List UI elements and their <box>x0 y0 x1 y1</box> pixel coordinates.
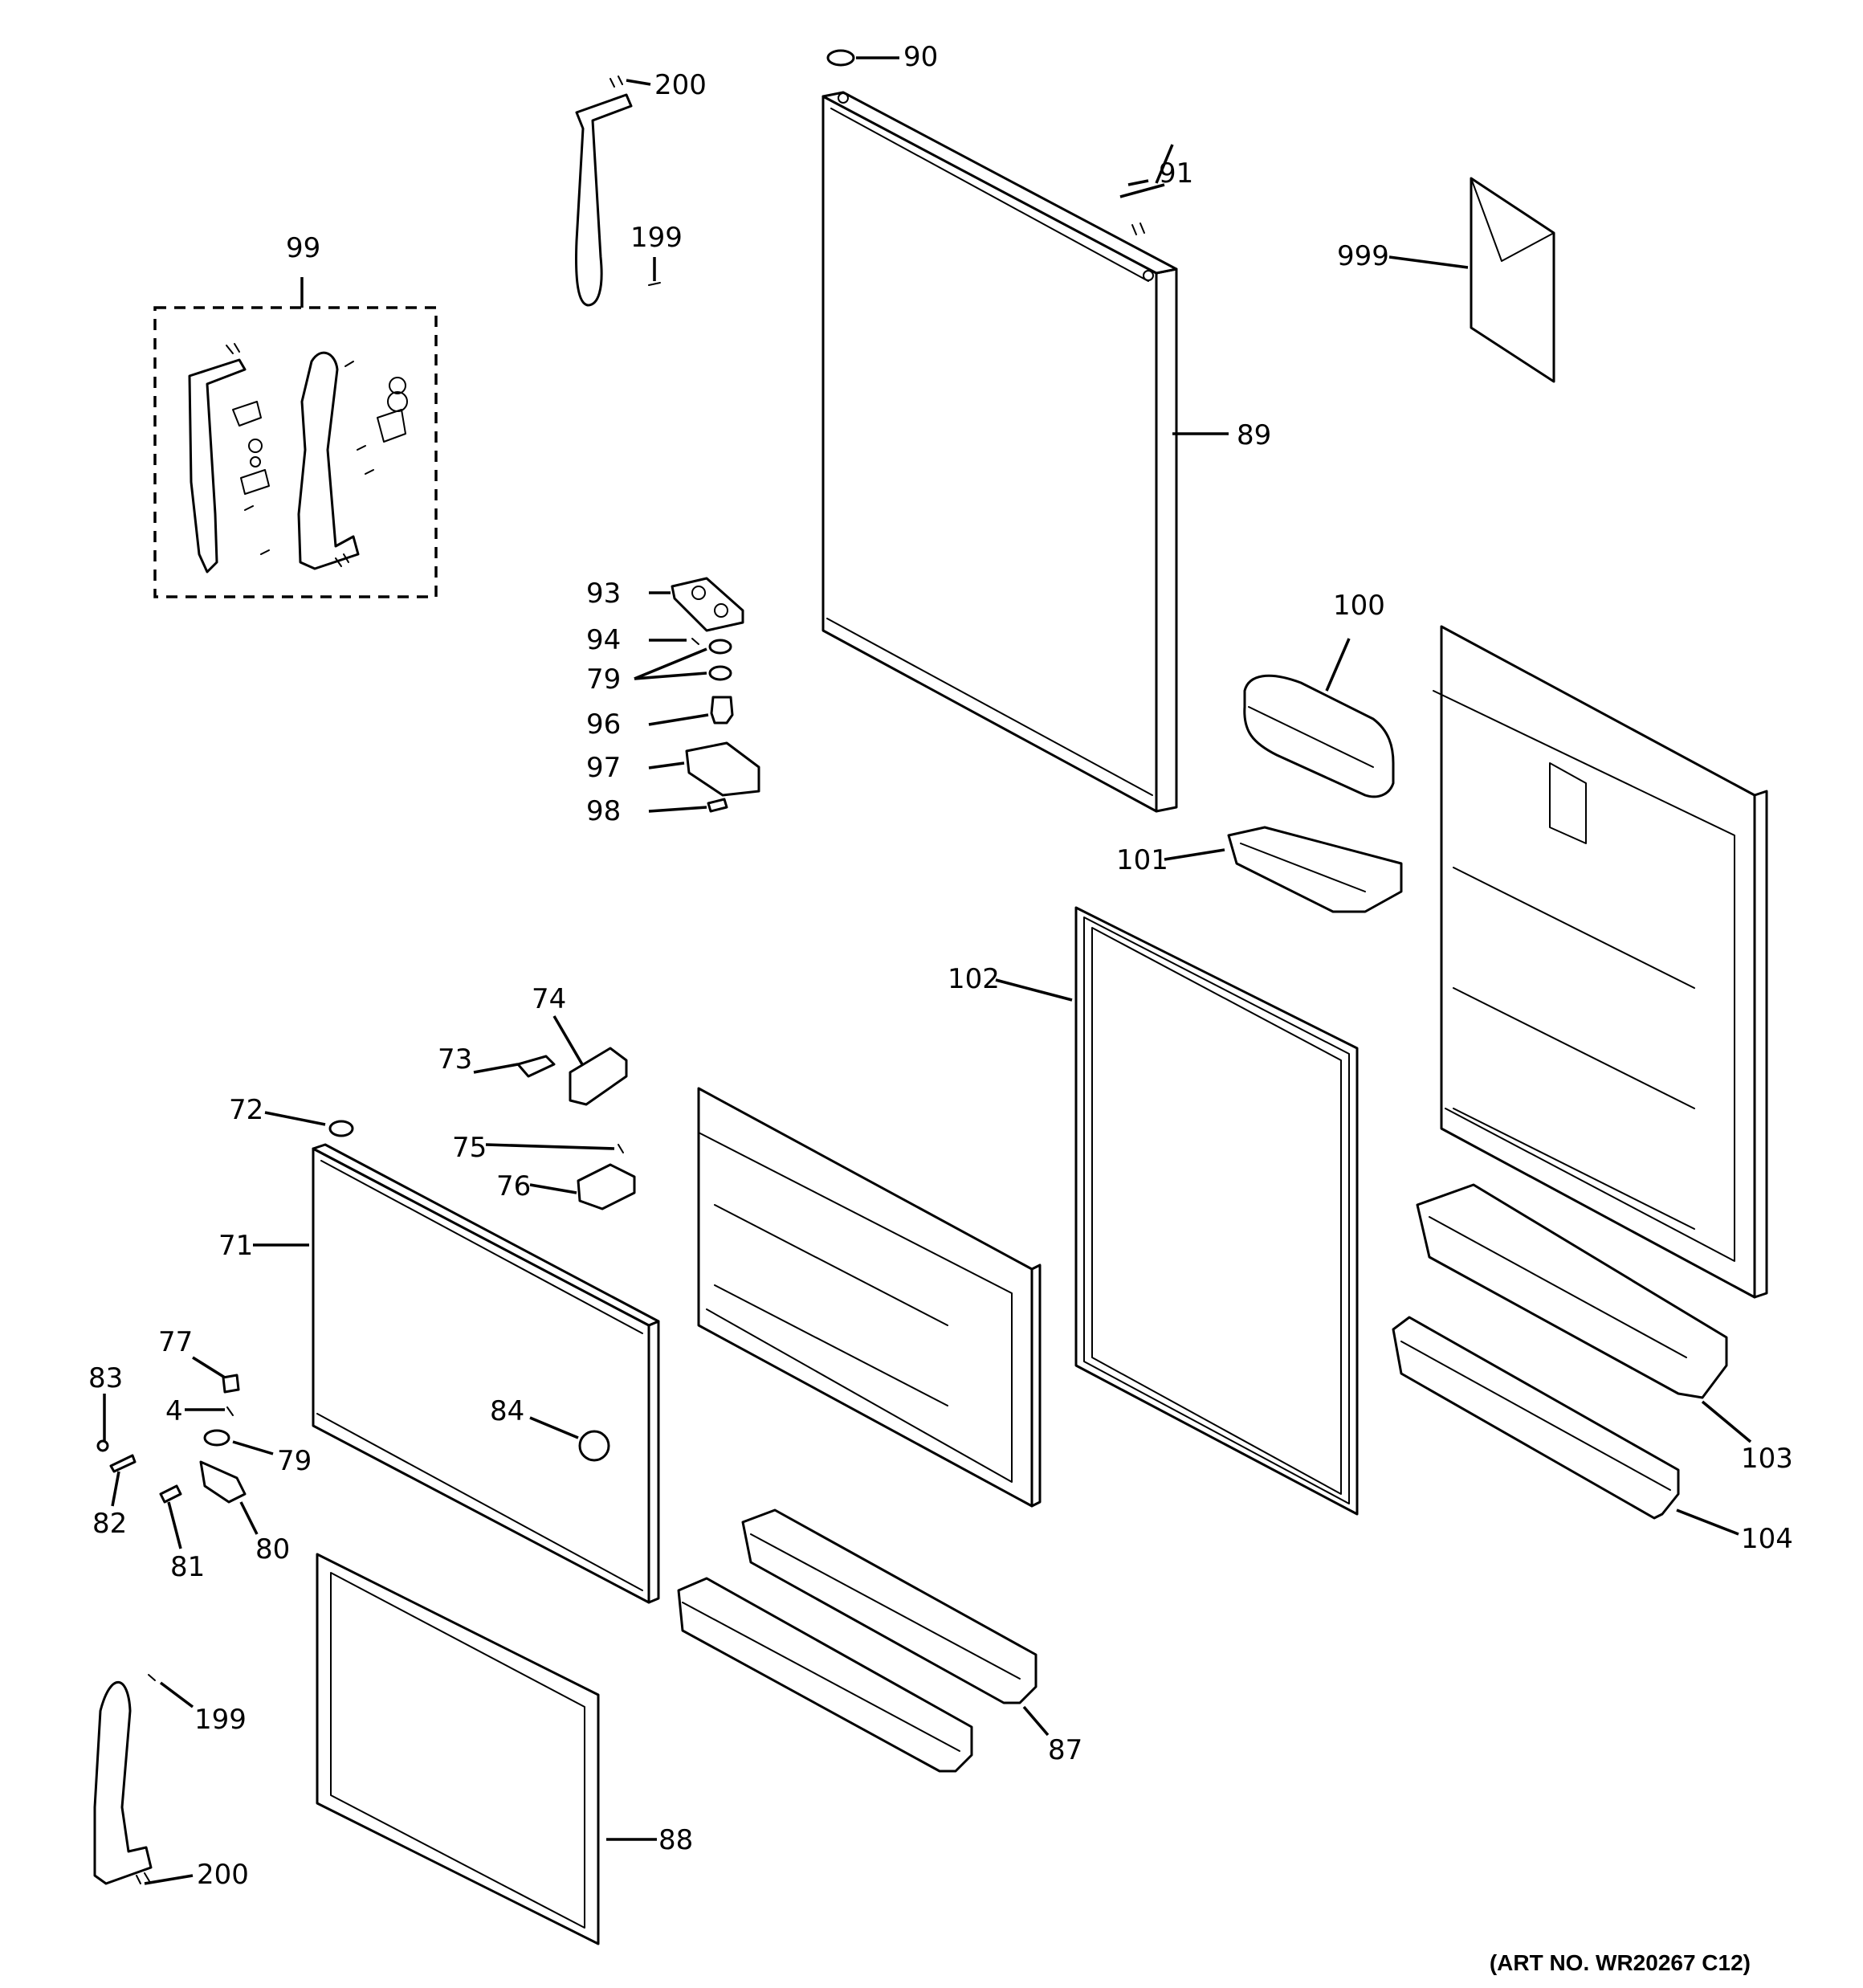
callout-94: 94 <box>586 624 621 656</box>
callout-75: 75 <box>452 1132 487 1164</box>
callout-97: 97 <box>586 752 621 784</box>
callout-73: 73 <box>438 1043 472 1076</box>
fresh-food-door-liner <box>1433 625 1768 1299</box>
callout-82: 82 <box>92 1508 127 1540</box>
callout-77: 77 <box>158 1326 193 1358</box>
dairy-bin-100 <box>1243 638 1395 798</box>
callout-93: 93 <box>586 578 621 610</box>
callout-91: 91 <box>1159 157 1193 190</box>
callout-103: 103 <box>1741 1443 1793 1475</box>
callout-102: 102 <box>948 963 1000 995</box>
callout-89: 89 <box>1237 419 1271 451</box>
callout-199-top: 199 <box>630 222 683 254</box>
callout-200-bot: 200 <box>197 1859 249 1891</box>
freezer-gasket-88 <box>316 1553 657 1945</box>
callout-labels: 90 200 91 199 999 99 89 100 93 94 79 96 … <box>88 41 1793 1891</box>
callout-84: 84 <box>490 1395 524 1427</box>
art-number-label: (ART NO. WR20267 C12) <box>1489 1950 1751 1975</box>
freezer-bin-87 <box>677 1508 1050 1773</box>
freezer-hinge-parts <box>473 1015 636 1210</box>
freezer-door-liner <box>697 1087 1042 1508</box>
freezer-hardware <box>96 1356 274 1549</box>
callout-88: 88 <box>658 1824 693 1856</box>
callout-71: 71 <box>218 1230 253 1262</box>
callout-104: 104 <box>1741 1523 1793 1555</box>
upper-handle <box>575 76 661 307</box>
door-bin-104 <box>1392 1316 1739 1536</box>
callout-100: 100 <box>1333 590 1385 622</box>
callout-76: 76 <box>496 1170 531 1202</box>
callout-81: 81 <box>170 1551 205 1583</box>
dairy-bin-door-101 <box>1164 826 1403 913</box>
callout-74: 74 <box>532 983 566 1015</box>
callout-199-bot: 199 <box>194 1704 247 1736</box>
callout-101: 101 <box>1116 844 1168 876</box>
callout-87: 87 <box>1048 1734 1082 1766</box>
callout-80: 80 <box>255 1533 290 1565</box>
callout-72: 72 <box>229 1094 263 1126</box>
callout-98: 98 <box>586 795 621 827</box>
handle-kit-99 <box>153 277 438 598</box>
door-gasket-102 <box>995 906 1359 1516</box>
lower-handle <box>93 1674 194 1885</box>
callout-79-top: 79 <box>586 663 621 696</box>
callout-90: 90 <box>903 41 938 73</box>
callout-999: 999 <box>1337 240 1389 272</box>
freezer-door-71 <box>253 1111 660 1604</box>
callout-200-top: 200 <box>654 69 707 101</box>
callout-4: 4 <box>165 1395 183 1427</box>
callout-83: 83 <box>88 1362 123 1394</box>
fresh-food-door-89 <box>821 49 1229 813</box>
literature-envelope-999 <box>1388 177 1555 383</box>
door-bin-103 <box>1416 1183 1752 1443</box>
callout-79-bot: 79 <box>277 1445 312 1477</box>
callout-96: 96 <box>586 708 621 741</box>
hinge-assembly <box>634 577 760 813</box>
callout-99: 99 <box>286 232 320 264</box>
